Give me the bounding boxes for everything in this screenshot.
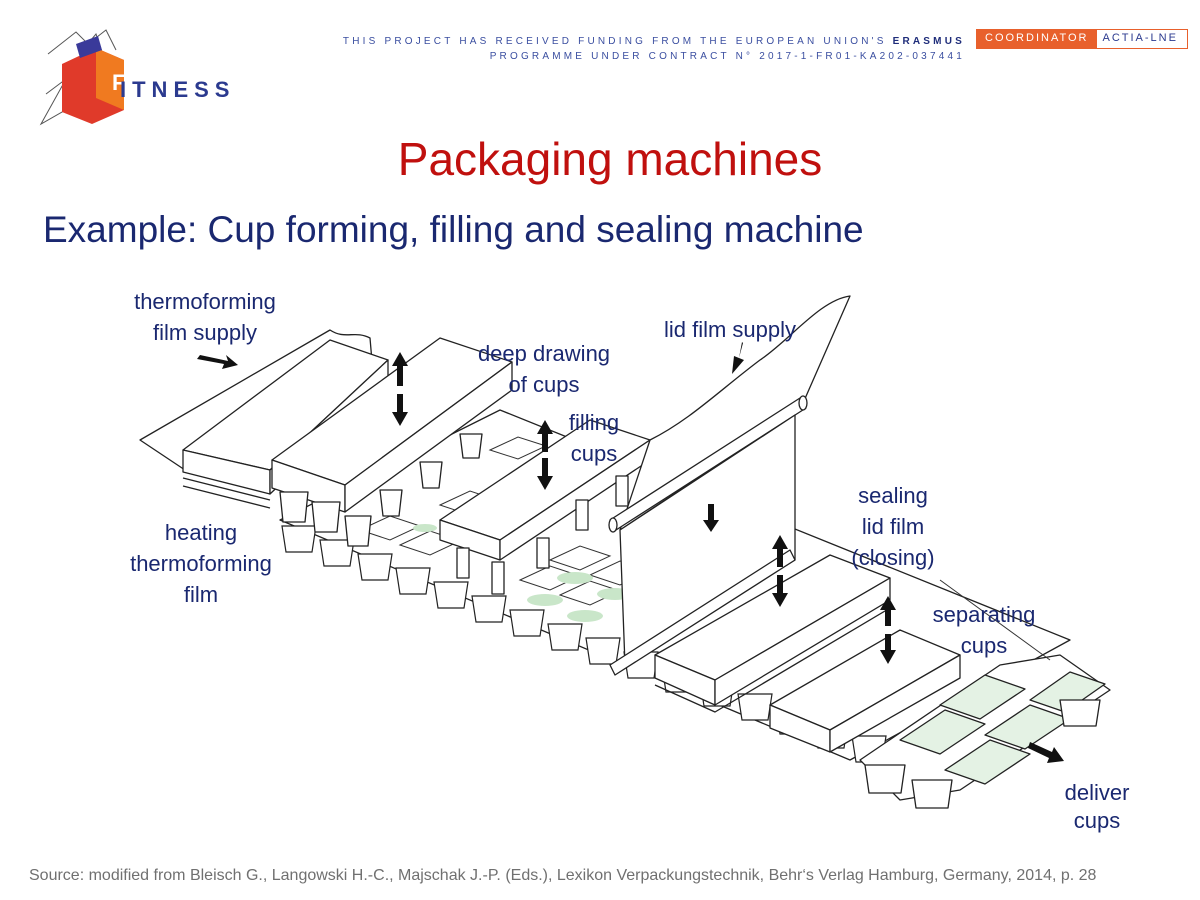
arrow-deep-drawing-icon [392,352,408,426]
label-deliver: deliver cups [1064,780,1130,833]
funding-line-2: PROGRAMME UNDER CONTRACT N° 2017-1-FR01-… [489,51,965,62]
funding-line-1: THIS PROJECT HAS RECEIVED FUNDING FROM T… [342,36,887,47]
funding-statement: THIS PROJECT HAS RECEIVED FUNDING FROM T… [343,34,965,64]
coordinator-name: ACTIA-LNE [1102,32,1178,44]
slide-title: Packaging machines [397,133,823,185]
motion-arrows [197,342,1064,763]
label-lid-film-supply: lid film supply [663,317,797,342]
label-thermoforming-supply: thermoforming film supply [134,289,276,345]
source-citation: Source: modified from Bleisch G., Langow… [29,867,1097,884]
label-heating: heating thermoforming film [130,520,272,607]
arrow-lid-down-icon [703,504,719,532]
slide-subtitle: Example: Cup forming, filling and sealin… [43,209,864,250]
arrow-lid-supply-icon [732,342,744,374]
arrow-film-in-icon [197,355,238,369]
label-sealing: sealing lid film (closing) [851,483,935,570]
funding-erasmus: ERASMUS [892,36,965,47]
arrow-filling-icon [537,420,553,490]
logo-letter: F [112,70,125,95]
label-filling-cups: filling cups [568,410,620,466]
logo-text: ITNESS [120,77,236,102]
label-deep-drawing: deep drawing of cups [477,341,611,397]
label-separating: separating cups [932,602,1036,658]
filled-product [413,524,633,622]
coordinator-badge: COORDINATOR ACTIA-LNE [976,29,1188,49]
arrow-sealing-icon [772,535,788,607]
arrow-deliver-icon [1028,742,1064,763]
lid-film-web [619,295,851,531]
arrow-separating-icon [880,596,896,664]
fitness-logo-icon: F [39,29,125,126]
coordinator-label: COORDINATOR [977,30,1097,48]
